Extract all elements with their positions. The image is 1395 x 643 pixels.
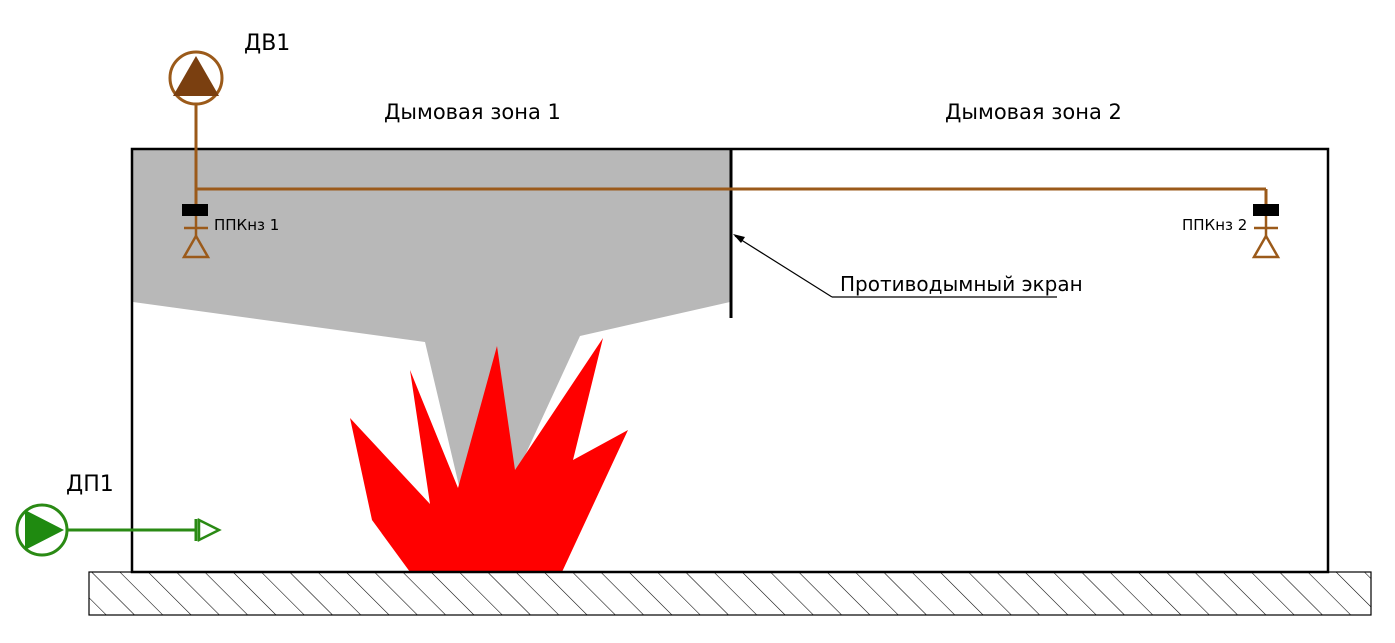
smoke-layer [133, 149, 730, 490]
smoke-screen-leader [733, 234, 1057, 298]
valve-2-label: ППКнз 2 [1182, 216, 1247, 234]
exhaust-fan-dv1 [168, 50, 224, 106]
exhaust-fan-label: ДВ1 [244, 31, 290, 56]
fire-shape [350, 338, 628, 572]
ground-slab [88, 571, 1372, 616]
fire-valve-2 [1251, 204, 1281, 259]
smoke-screen-label: Противодымный экран [840, 272, 1083, 296]
fire-valve-1 [181, 204, 211, 259]
supply-duct [68, 517, 222, 543]
zone-2-label: Дымовая зона 2 [945, 100, 1122, 124]
valve-1-label: ППКнз 1 [214, 216, 279, 234]
zone-1-label: Дымовая зона 1 [384, 100, 561, 124]
exhaust-duct [194, 102, 1268, 205]
supply-fan-label: ДП1 [66, 472, 114, 497]
supply-fan-dp1 [15, 503, 69, 557]
